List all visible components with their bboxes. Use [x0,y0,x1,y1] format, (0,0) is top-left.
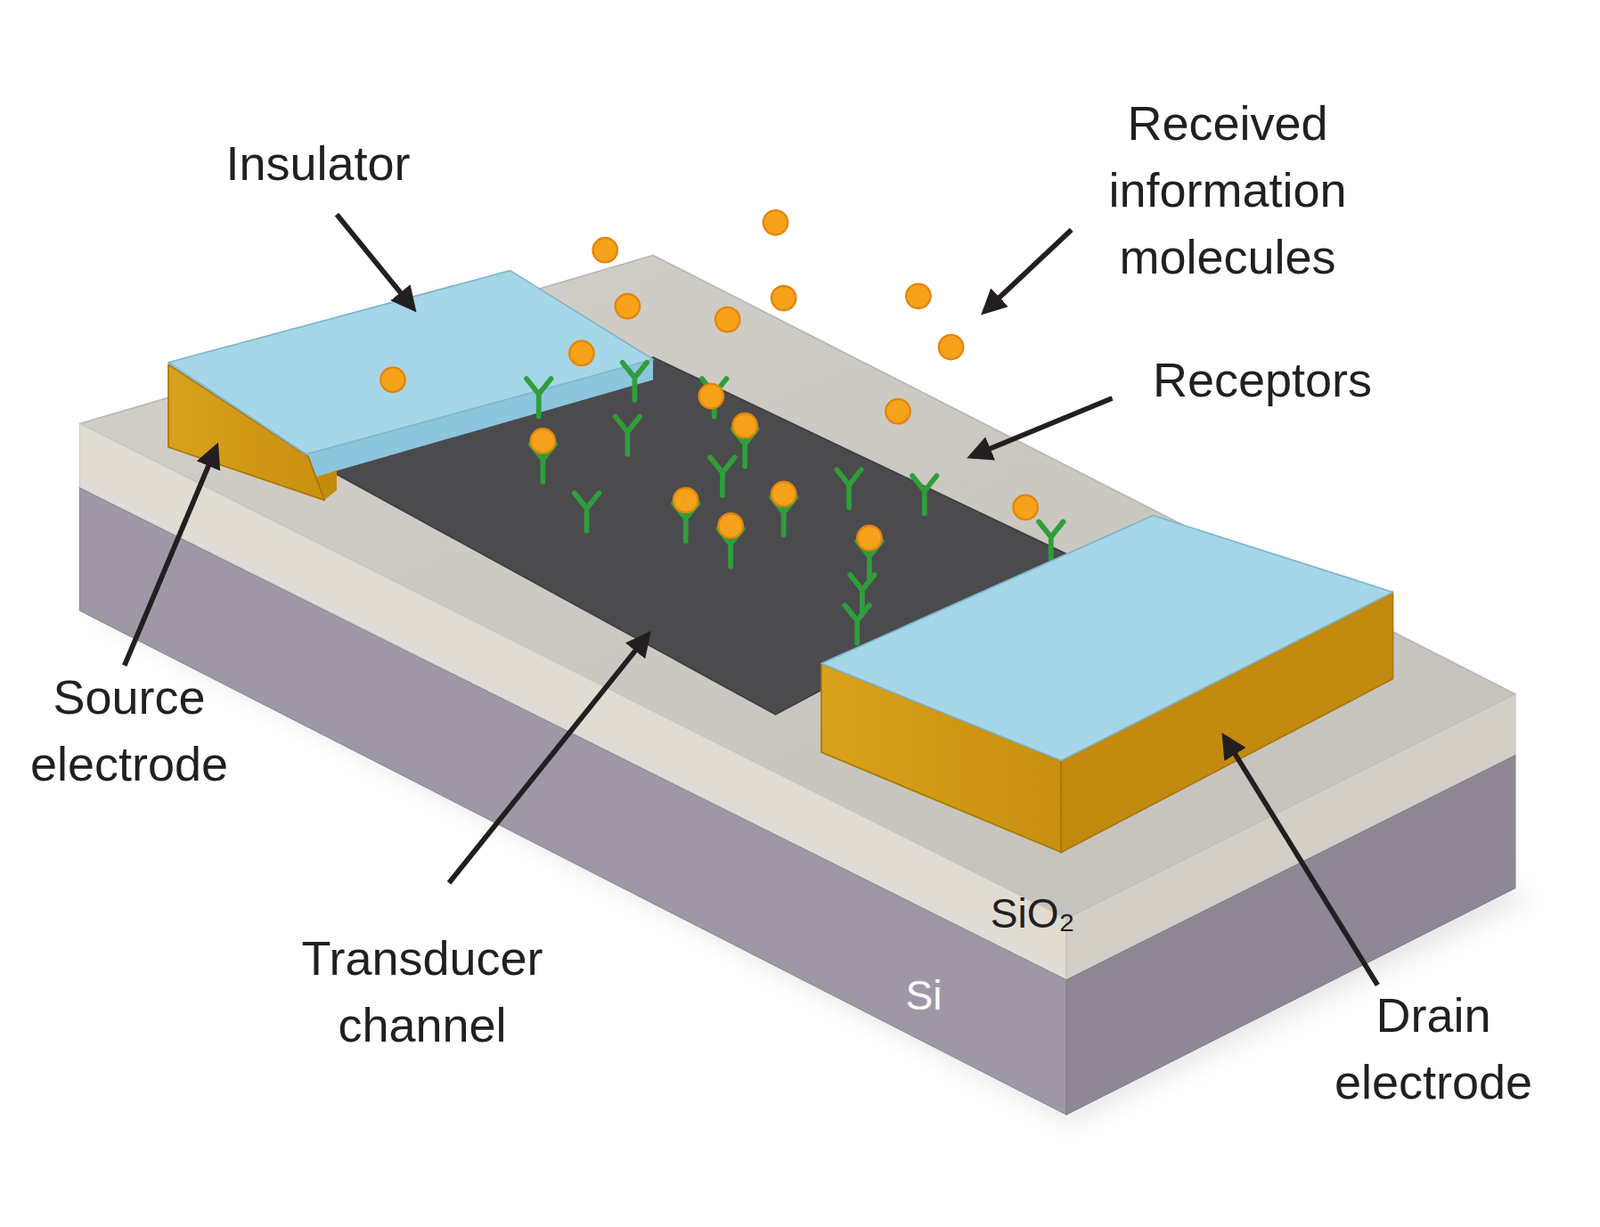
callout-label: SiO₂ [990,885,1076,942]
information-molecule [906,284,931,309]
receptor-layer [380,210,1063,644]
callout-label: Transducer channel [301,924,543,1059]
information-molecule [771,285,796,311]
leader-arrow [124,447,217,666]
receptor-symbol [844,604,869,643]
information-molecule [530,428,556,453]
leader-arrow [448,635,648,883]
information-molecule [673,488,698,513]
callout-label: Receptors [1152,346,1372,414]
leader-arrow [1224,736,1378,985]
information-molecule [699,383,724,409]
information-molecule [380,367,405,392]
information-molecule [715,307,740,332]
leader-arrow [971,398,1112,457]
information-molecule [718,513,743,538]
receptor-symbol [622,362,647,400]
leader-arrow [984,229,1071,312]
information-molecule [763,210,788,235]
information-molecule [592,237,617,262]
insulator-layer [821,515,1393,761]
information-molecule [771,481,796,507]
callout-label: Received information molecules [1108,89,1347,291]
receptor-symbol [849,574,874,613]
information-molecule [732,413,757,438]
insulator-layer [168,270,654,455]
receptor-symbol [912,475,937,514]
information-molecule [1012,495,1037,520]
receptor-symbol [1038,521,1063,559]
information-molecule [615,293,640,319]
leader-arrow [336,214,414,309]
receptor-symbol [836,469,861,507]
callout-label: Insulator [225,130,410,197]
callout-label: Source electrode [30,663,229,798]
callout-label: Drain electrode [1334,981,1533,1116]
callout-label: Si [906,967,943,1024]
receptor-symbol [710,457,735,495]
receptor-symbol [615,416,640,454]
information-molecule [857,525,882,550]
receptor-symbol [574,492,599,531]
information-molecule [938,334,964,360]
molecule-layer [1012,495,1037,520]
information-molecule [569,341,594,366]
information-molecule [885,399,910,424]
receptor-symbol [526,378,551,417]
